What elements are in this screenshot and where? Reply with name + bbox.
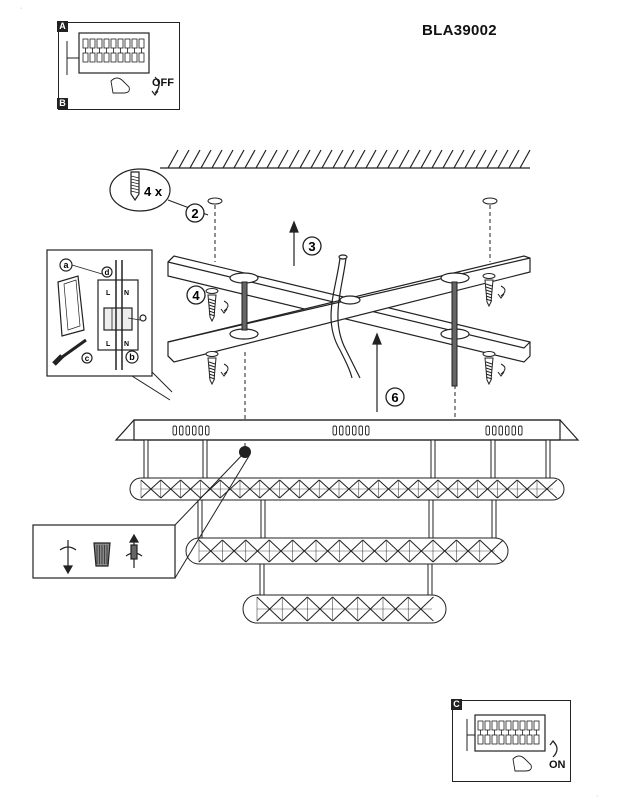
switch-state-on: ON [549, 759, 566, 771]
breaker-off-drawing [66, 32, 160, 96]
suspension-rods [143, 439, 551, 596]
canopy [114, 419, 580, 441]
model-code: BLA39002 [422, 22, 497, 39]
screw-icon [207, 294, 217, 323]
rotate-arrow-icon [500, 363, 506, 375]
rotate-arrow-icon [223, 363, 229, 375]
crystal-ring [242, 594, 447, 624]
hand-icon [512, 755, 532, 772]
cross-bracket [167, 255, 531, 363]
cap-nut-detail [32, 451, 250, 579]
breaker-on-drawing [466, 714, 558, 772]
corner-mark: · [596, 793, 598, 800]
screw-icon [484, 357, 494, 386]
switch-state-off: OFF [152, 77, 174, 89]
arrow-up-icon [289, 220, 299, 266]
screw-icon [207, 357, 217, 386]
breaker-row [477, 720, 540, 745]
hand-icon [110, 77, 130, 94]
crystal-ring [129, 477, 565, 501]
inset-label-b: b [129, 352, 135, 362]
panel-tag-b: B [57, 98, 68, 109]
arrow-up-icon [372, 332, 382, 412]
panel-breaker-off: A B OFF [57, 21, 180, 110]
threaded-rods [241, 281, 458, 387]
step-3-label: 3 [308, 239, 315, 254]
terminal-n-label: N [124, 341, 129, 348]
ceiling [160, 149, 531, 169]
terminal-n-label: N [124, 290, 129, 297]
breaker-row [82, 38, 145, 63]
inset-label-c: c [85, 354, 90, 363]
step-2-label: 2 [191, 206, 198, 221]
wiring-inset [46, 249, 173, 401]
mains-cable [330, 254, 361, 379]
ceiling-hole [207, 197, 223, 205]
screw-callout [109, 168, 209, 216]
panel-tag-c: C [451, 699, 462, 710]
crystal-rings [129, 477, 565, 624]
terminal-l-label: L [106, 290, 111, 297]
arrow-up-icon [128, 533, 140, 543]
inset-label-d: d [105, 268, 110, 277]
inset-label-a: a [63, 260, 69, 270]
rotate-arrow-icon [223, 300, 229, 312]
corner-mark: · [20, 5, 22, 12]
crystal-ring [185, 537, 509, 565]
rotate-arrow-icon [154, 76, 160, 94]
terminal-l-label: L [106, 341, 111, 348]
ceiling-hole [482, 197, 498, 205]
panel-tag-a: A [57, 21, 68, 32]
screw-count-label: 4 x [144, 184, 163, 199]
panel-breaker-on: C ON [451, 699, 571, 782]
step-4-label: 4 [192, 288, 200, 303]
arrow-down-icon [62, 565, 74, 575]
rotate-arrow-icon [59, 546, 77, 551]
rotate-arrow-icon [500, 285, 506, 297]
screw-icon [484, 279, 494, 308]
step-6-label: 6 [391, 390, 398, 405]
